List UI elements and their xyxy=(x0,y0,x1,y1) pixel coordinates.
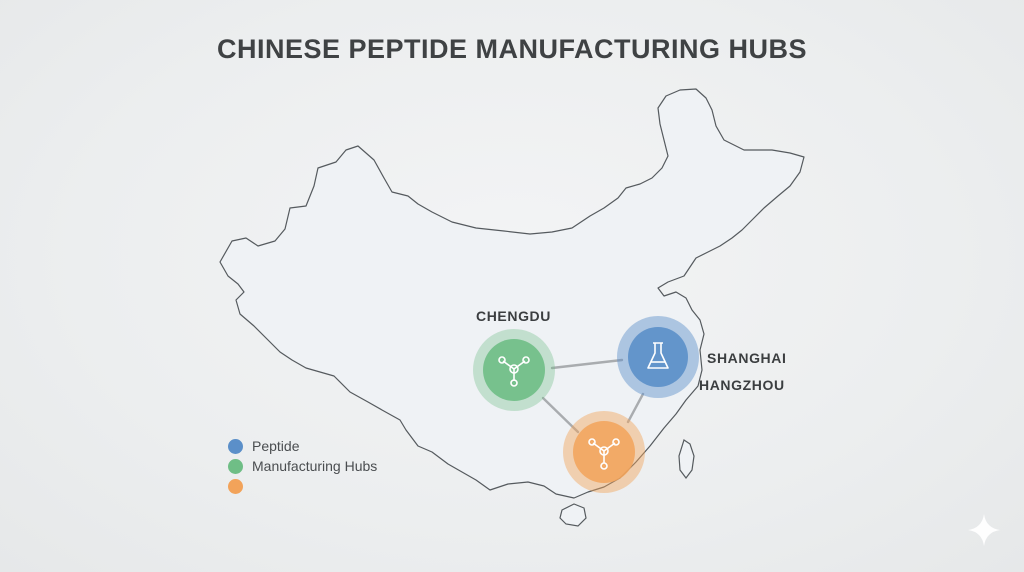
molecule-icon xyxy=(588,438,620,470)
legend-item-peptide: Peptide xyxy=(228,436,377,456)
hainan-outline xyxy=(559,503,587,527)
legend-label: Manufacturing Hubs xyxy=(252,458,378,474)
legend-label: Peptide xyxy=(252,438,300,454)
legend: Peptide Manufacturing Hubs xyxy=(228,436,377,496)
flask-icon xyxy=(647,342,669,369)
hub-chengdu[interactable] xyxy=(473,329,555,411)
map-title: CHINESE PEPTIDE MANUFACTURING HUBS xyxy=(216,34,808,64)
china-mainland-outline xyxy=(219,88,805,499)
legend-swatch-green xyxy=(228,458,243,474)
legend-item-orange xyxy=(228,476,377,496)
city-label-chengdu: CHENGDU xyxy=(476,308,551,324)
legend-item-manufacturing: Manufacturing Hubs xyxy=(228,456,377,476)
legend-swatch-orange xyxy=(228,478,243,494)
connector-chengdu-south xyxy=(541,396,580,434)
connector-chengdu-shanghai xyxy=(550,358,624,370)
hub-south[interactable] xyxy=(563,411,645,493)
city-label-shanghai: SHANGHAI xyxy=(707,350,787,366)
legend-swatch-blue xyxy=(228,438,243,454)
sparkle-icon xyxy=(968,514,1000,546)
city-label-hangzhou: HANGZHOU xyxy=(699,377,785,393)
connector-shanghai-south xyxy=(626,392,645,424)
taiwan-outline xyxy=(678,439,695,479)
molecule-icon xyxy=(498,356,530,387)
hub-shanghai[interactable] xyxy=(617,316,699,398)
